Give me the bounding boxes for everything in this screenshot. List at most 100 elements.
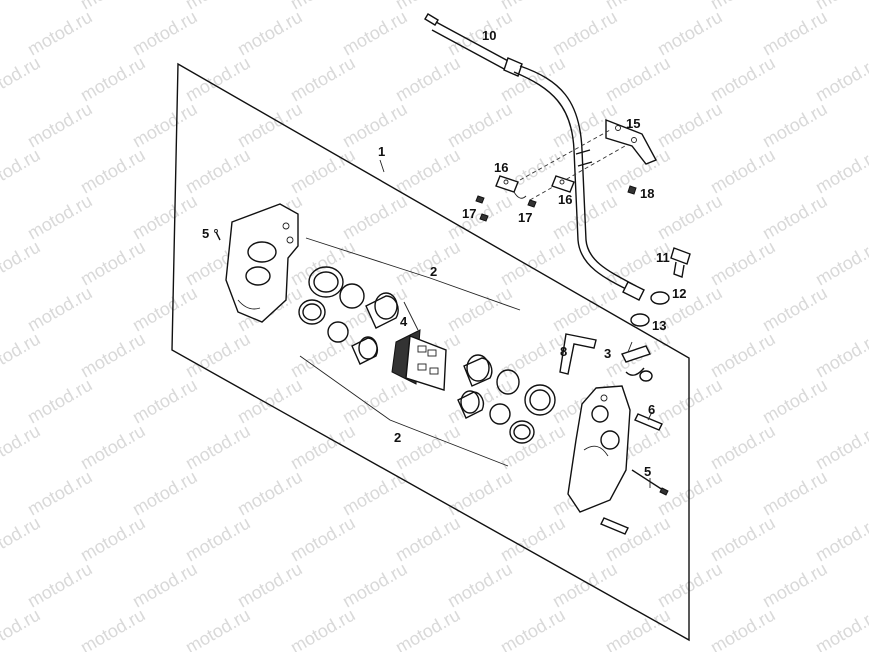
watermark-text: motod.ru (707, 421, 779, 474)
watermark-text: motod.ru (77, 53, 149, 106)
callout-12: 12 (672, 286, 686, 301)
watermark-text: motod.ru (759, 7, 831, 60)
bolt-6 (634, 413, 663, 431)
watermark-text: motod.ru (0, 421, 44, 474)
watermark-text: motod.ru (812, 53, 869, 106)
watermark-text: motod.ru (77, 145, 149, 198)
watermark-text: motod.ru (812, 421, 869, 474)
callout-3: 3 (604, 346, 611, 361)
watermark-text: motod.ru (182, 421, 254, 474)
watermark-text: motod.ru (24, 283, 96, 336)
bolt-lower (600, 517, 629, 535)
callout-11: 11 (656, 250, 670, 265)
callout-2-bottom: 2 (394, 430, 401, 445)
watermark-text: motod.ru (234, 559, 306, 612)
watermark-text: motod.ru (812, 237, 869, 290)
watermark-text: motod.ru (24, 375, 96, 428)
watermark-text: motod.ru (129, 99, 201, 152)
watermark-text: motod.ru (444, 99, 516, 152)
callout-8: 8 (560, 344, 567, 359)
watermark-text: motod.ru (392, 53, 464, 106)
hose-clip-right (551, 175, 575, 193)
watermark-text: motod.ru (24, 99, 96, 152)
watermark-text: motod.ru (707, 605, 779, 652)
callout-2-top: 2 (430, 264, 437, 279)
watermark-text: motod.ru (287, 145, 359, 198)
watermark-text: motod.ru (0, 605, 44, 652)
leader-lines (379, 159, 653, 488)
watermark-text: motod.ru (339, 559, 411, 612)
watermark-text: motod.ru (24, 559, 96, 612)
callout-13: 13 (652, 318, 666, 333)
watermark-text: motod.ru (24, 467, 96, 520)
watermark-text: motod.ru (759, 99, 831, 152)
watermark-text: motod.ru (77, 237, 149, 290)
watermark-text: motod.ru (0, 145, 44, 198)
callout-16-right: 16 (558, 192, 572, 207)
brake-hose (424, 13, 645, 301)
seals-right (489, 369, 556, 444)
caliper-half-left (225, 203, 299, 323)
watermark-text: motod.ru (392, 605, 464, 652)
callout-5-left: 5 (202, 226, 209, 241)
pad-spring (559, 333, 597, 375)
watermark-text: motod.ru (549, 283, 621, 336)
watermark-text: motod.ru (654, 99, 726, 152)
hose-bracket (605, 118, 657, 165)
watermark-text: motod.ru (549, 559, 621, 612)
watermark-text: motod.ru (602, 513, 674, 566)
watermark-text: motod.ru (0, 329, 44, 382)
watermark-text: motod.ru (0, 513, 44, 566)
watermark-text: motod.ru (182, 329, 254, 382)
watermark-text: motod.ru (24, 191, 96, 244)
watermark-text: motod.ru (759, 467, 831, 520)
watermark-text: motod.ru (602, 53, 674, 106)
watermark-text: motod.ru (392, 513, 464, 566)
watermark-text: motod.ru (234, 99, 306, 152)
callout-1: 1 (378, 144, 385, 159)
watermark-text: motod.ru (287, 53, 359, 106)
pistons-right (457, 354, 493, 419)
watermark-text: motod.ru (77, 329, 149, 382)
callout-labels: 10 15 1 16 16 18 17 17 5 2 11 12 13 4 8 … (202, 28, 686, 479)
watermark-text: motod.ru (392, 145, 464, 198)
watermark-text: motod.ru (129, 191, 201, 244)
watermark-text: motod.ru (497, 237, 569, 290)
callout-10: 10 (482, 28, 496, 43)
watermark-text: motod.ru (129, 467, 201, 520)
watermark-text: motod.ru (287, 513, 359, 566)
leader-15 (519, 129, 611, 181)
callout-4: 4 (400, 314, 408, 329)
watermark-text: motod.ru (444, 467, 516, 520)
watermark-text: motod.ru (707, 329, 779, 382)
watermark-text: motod.ru (759, 283, 831, 336)
brake-pads (391, 329, 447, 391)
watermark-text: motod.ru (444, 7, 516, 60)
watermark-text: motod.ru (654, 7, 726, 60)
watermark-text: motod.ru (444, 283, 516, 336)
watermark-text: motod.ru (0, 237, 44, 290)
callout-18: 18 (640, 186, 654, 201)
watermark-text: motod.ru (812, 329, 869, 382)
watermark-text: motod.ru (707, 53, 779, 106)
watermark-text: motod.ru (182, 145, 254, 198)
pin-5-left (214, 229, 221, 241)
callout-17-right: 17 (518, 210, 532, 225)
washer-12 (650, 291, 670, 305)
watermark-text: motod.ru (129, 559, 201, 612)
callout-15: 15 (626, 116, 640, 131)
watermark-text: motod.ru (654, 559, 726, 612)
watermark-text: motod.ru (759, 559, 831, 612)
screw-18 (627, 185, 637, 195)
watermark-text: motod.ru (707, 237, 779, 290)
watermark-text: motod.ru (77, 421, 149, 474)
watermark-text: motod.ru (654, 375, 726, 428)
watermark-text: motod.ru (234, 7, 306, 60)
watermark-text: motod.ru (129, 7, 201, 60)
watermark-text: motod.ru (234, 467, 306, 520)
watermark-text: motod.ru (182, 513, 254, 566)
watermark-text: motod.ru (812, 513, 869, 566)
bleed-valve (621, 345, 653, 382)
watermark-text: motod.ru (287, 605, 359, 652)
